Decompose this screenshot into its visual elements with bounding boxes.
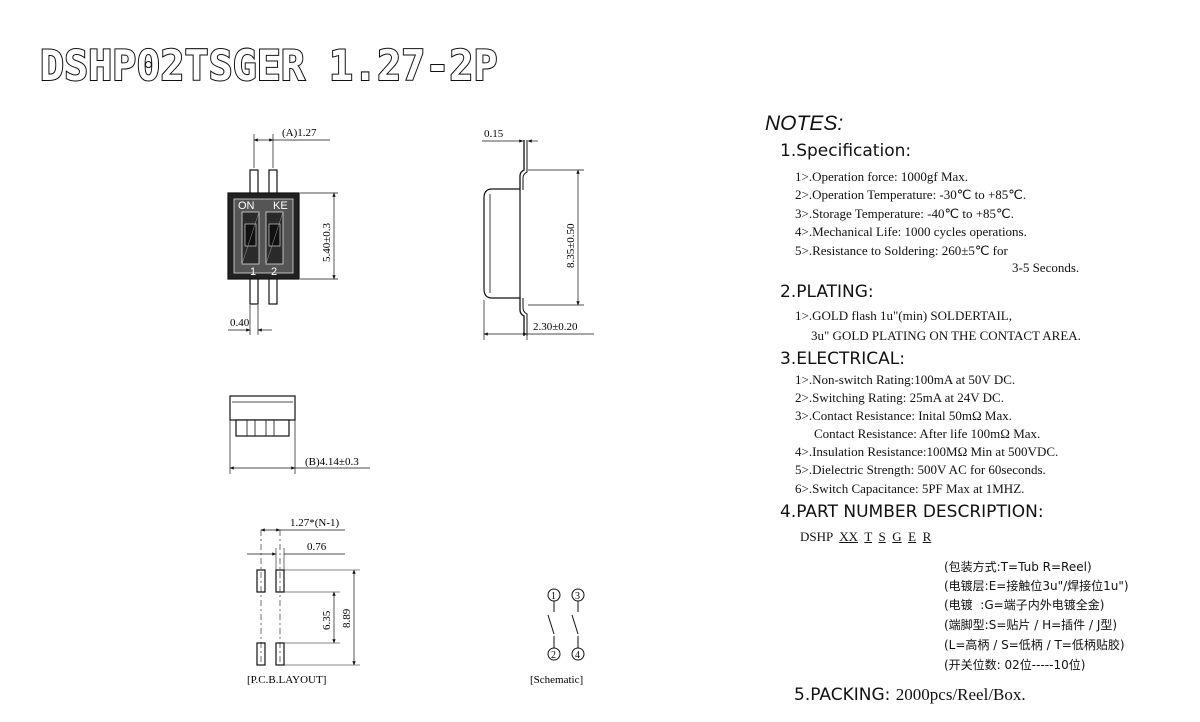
pcb-outer-dim: 8.89 <box>341 608 353 628</box>
pcb-pad-3 <box>256 642 266 666</box>
notes-title: NOTES: <box>765 112 844 135</box>
top-view <box>227 134 338 335</box>
side-depth-dim: 2.30±0.20 <box>533 321 578 333</box>
spec-item-4: 4>.Mechanical Life: 1000 cycles operatio… <box>795 224 1027 239</box>
code-r: R <box>922 529 932 544</box>
code-xx: XX <box>839 529 859 544</box>
drawing-title: DSHP02TSGER 1.27-2P <box>39 41 499 91</box>
spec-item-2: 2>.Operation Temperature: -30℃ to +85℃. <box>795 187 1027 202</box>
part-number-heading: 4.PART NUMBER DESCRIPTION: <box>780 502 1044 522</box>
pn-desc-plating: (电镀 :G=端子内外电镀全金) <box>944 598 1105 612</box>
pcb-pad-2 <box>275 569 285 593</box>
side-height-dim: 8.35±0.50 <box>565 223 577 268</box>
position-2-label: 2 <box>271 266 277 278</box>
top-height-dim: 5.40±0.3 <box>321 222 333 262</box>
pn-desc-positions: (开关位数: 02位-----10位) <box>944 658 1086 672</box>
electrical-item-4: 4>.Insulation Resistance:100MΩ Min at 50… <box>795 444 1059 459</box>
schematic-caption: [Schematic] <box>530 674 583 686</box>
side-terminal-bottom <box>519 298 525 336</box>
electrical-item-3-cont: Contact Resistance: After life 100mΩ Max… <box>814 426 1041 441</box>
pcb-pad-1 <box>256 569 266 593</box>
top-pitch-dim: (A)1.27 <box>282 127 317 139</box>
front-base <box>235 419 290 437</box>
spec-item-3: 3>.Storage Temperature: -40℃ to +85℃. <box>795 206 1014 221</box>
schematic-pin-1-label: 1 <box>551 591 556 602</box>
electrical-item-6: 6>.Switch Capacitance: 5PF Max at 1MHZ. <box>795 481 1025 496</box>
spec-item-5-cont: 3-5 Seconds. <box>1012 260 1080 275</box>
top-pin-dim: 0.40 <box>230 317 250 329</box>
plating-heading: 2.PLATING: <box>780 282 874 302</box>
actuator-2 <box>268 223 281 247</box>
pcb-inner-dim: 6.35 <box>321 610 333 630</box>
pn-desc-actuator: (L=高柄 / S=低柄 / T=低柄贴胶) <box>944 638 1125 652</box>
side-thickness-dim: 0.15 <box>484 128 504 140</box>
code-s: S <box>878 529 886 544</box>
front-body <box>229 395 296 421</box>
packing-line: 5.PACKING: 2000pcs/Reel/Box. <box>794 685 1026 705</box>
electrical-item-5: 5>.Dielectric Strength: 500V AC for 60se… <box>795 462 1046 477</box>
actuator-1 <box>244 223 257 247</box>
technical-drawing: ON KE 1 2 (A)1.27 5.40±0.3 0.40 0.15 8.3… <box>227 127 594 686</box>
spec-item-5: 5>.Resistance to Soldering: 260±5℃ for <box>795 243 1008 258</box>
pcb-caption: [P.C.B.LAYOUT] <box>247 674 326 686</box>
pin-top-right <box>268 169 278 195</box>
pn-desc-terminal: (端脚型:S=贴片 / H=插件 / J型) <box>944 618 1118 632</box>
side-terminal-top <box>519 140 525 189</box>
side-view <box>482 139 594 340</box>
schematic <box>547 588 585 661</box>
pin-bottom-left <box>249 277 259 305</box>
spec-item-1: 1>.Operation force: 1000gf Max. <box>795 169 969 184</box>
schematic-switch-1 <box>547 614 555 635</box>
front-width-dim: (B)4.14±0.3 <box>305 456 359 468</box>
pn-desc-plating-layer: (电镀层:E=接触位3u"/焊接位1u") <box>944 579 1129 593</box>
schematic-switch-2 <box>571 614 579 635</box>
electrical-heading: 3.ELECTRICAL: <box>780 349 905 369</box>
schematic-pin-4-label: 4 <box>575 650 580 661</box>
plating-item-1: 1>.GOLD flash 1u"(min) SOLDERTAIL, <box>795 308 1012 323</box>
pcb-total-dim: 1.27*(N-1) <box>290 517 340 529</box>
electrical-item-3: 3>.Contact Resistance: Inital 50mΩ Max. <box>795 408 1013 423</box>
part-number-prefix: DSHP <box>800 529 833 544</box>
pin-bottom-right <box>268 277 278 305</box>
position-1-label: 1 <box>250 266 256 278</box>
packing-value: 2000pcs/Reel/Box. <box>895 685 1026 704</box>
pcb-pad-dim: 0.76 <box>307 541 327 553</box>
schematic-pin-3-label: 3 <box>575 591 580 602</box>
packing-heading: 5.PACKING: <box>794 685 891 705</box>
schematic-pin-2-label: 2 <box>551 650 556 661</box>
code-t: T <box>864 529 873 544</box>
on-label: ON <box>238 200 255 212</box>
side-body-outline <box>483 188 521 299</box>
code-e: E <box>908 529 917 544</box>
electrical-item-2: 2>.Switching Rating: 25mA at 24V DC. <box>795 390 1004 405</box>
part-number-code: DSHP XX T S G E R <box>800 529 931 545</box>
spec-heading: 1.Specification: <box>780 141 912 161</box>
code-g: G <box>892 529 902 544</box>
electrical-item-1: 1>.Non-switch Rating:100mA at 50V DC. <box>795 372 1016 387</box>
pcb-layout <box>247 528 360 666</box>
plating-item-2: 3u" GOLD PLATING ON THE CONTACT AREA. <box>811 328 1081 343</box>
pin-top-left <box>249 169 259 195</box>
ke-label: KE <box>273 200 288 212</box>
front-view <box>229 395 370 474</box>
pcb-pad-4 <box>275 642 285 666</box>
pn-desc-packaging: (包装方式:T=Tub R=Reel) <box>944 560 1092 574</box>
